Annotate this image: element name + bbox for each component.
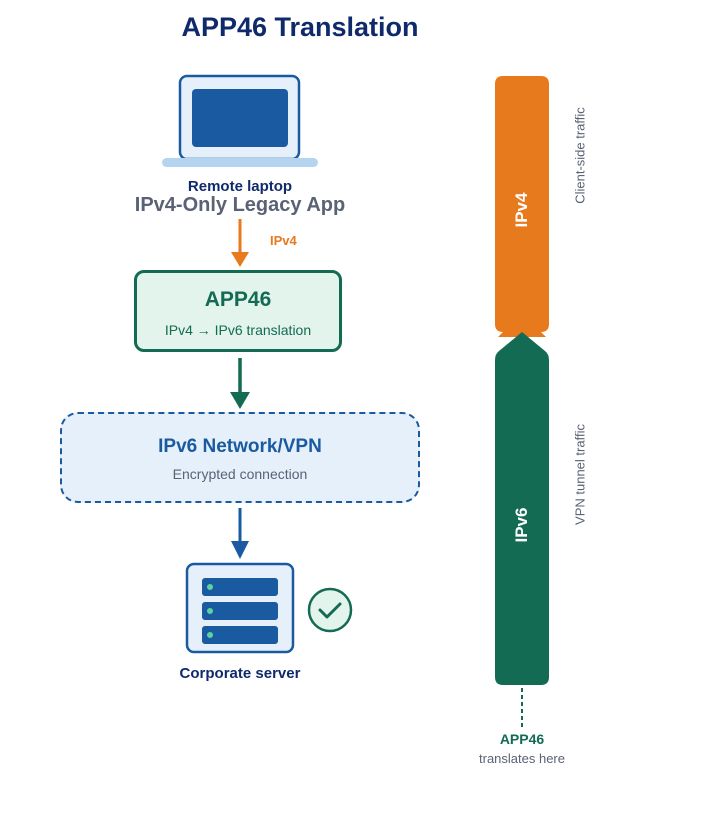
ipv6-arrow (230, 358, 250, 409)
server-arrow (231, 508, 249, 559)
ipv6-bar-label: IPv6 (512, 507, 531, 543)
server-icon (185, 562, 295, 654)
ipv4-segment (495, 76, 549, 337)
translation-point-subtitle: translates here (479, 751, 565, 766)
ipv4-arrow-label: IPv4 (270, 233, 297, 248)
diagram-title: APP46 Translation (181, 12, 419, 42)
vpn-tunnel-traffic-label: VPN tunnel traffic (572, 424, 588, 525)
app46-title: APP46 (204, 288, 272, 311)
protocol-bar (495, 76, 549, 728)
ipv4-bar-label: IPv4 (512, 192, 531, 228)
app46-subtitle: IPv4 → IPv6 translation (164, 322, 312, 338)
laptop-icon (162, 74, 318, 167)
ipv6-segment (495, 332, 549, 685)
client-side-traffic-label: Client-side traffic (572, 107, 588, 204)
ipv4-arrow (231, 219, 249, 267)
ipv6-network-box: IPv6 Network/VPN Encrypted connection (60, 412, 420, 503)
network-title: IPv6 Network/VPN (158, 436, 322, 457)
network-subtitle: Encrypted connection (172, 466, 308, 482)
server-label: Corporate server (179, 665, 301, 682)
translation-point-title: APP46 (499, 731, 545, 747)
client-device-label: Remote laptop (187, 178, 293, 195)
app46-translator-box: APP46 IPv4 → IPv6 translation (134, 270, 342, 352)
client-app-label: IPv4-Only Legacy App (134, 194, 346, 216)
check-circle-icon (307, 587, 353, 633)
